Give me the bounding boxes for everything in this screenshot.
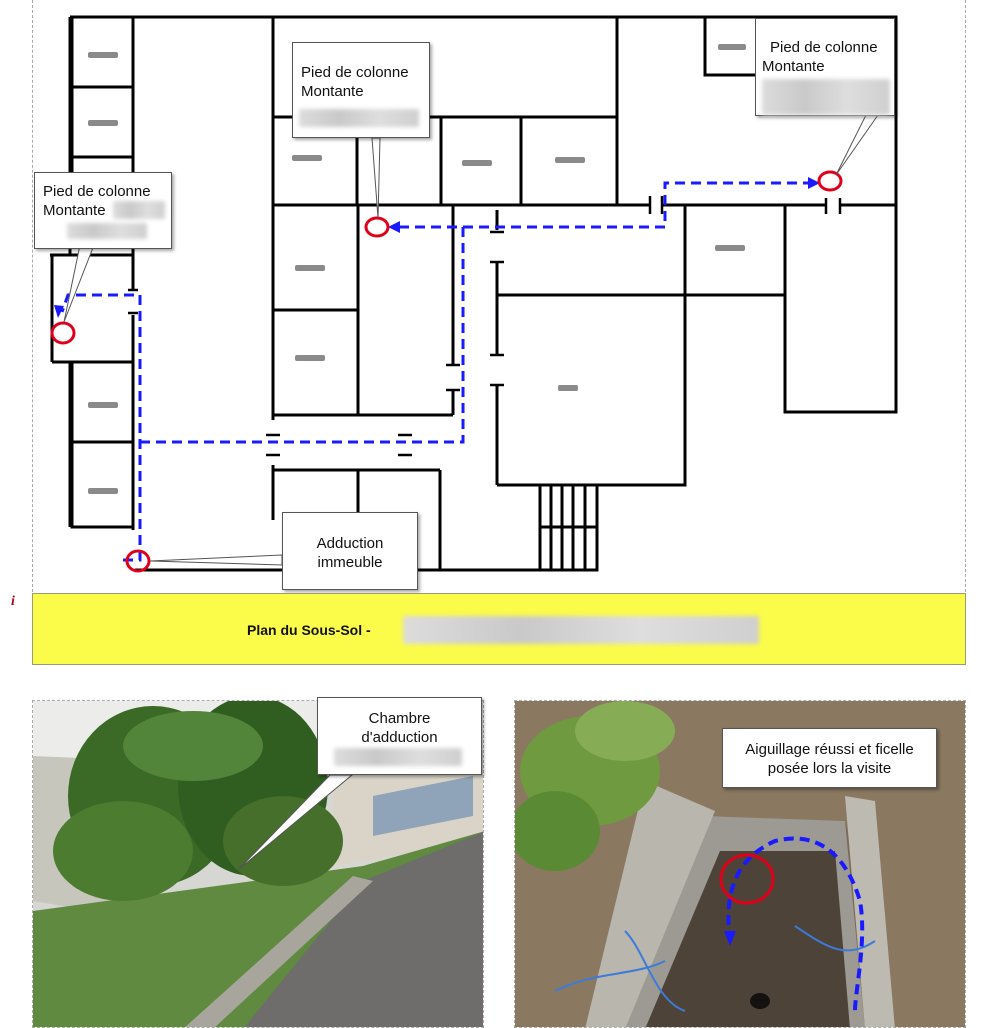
callout-line: Montante xyxy=(43,202,106,219)
redacted-text xyxy=(67,223,147,239)
callout-riser-center: Pied de colonne Montante xyxy=(292,42,430,138)
route-arrows xyxy=(54,177,820,318)
callout-pointers xyxy=(63,114,879,566)
caption-label: Plan du Sous-Sol - xyxy=(247,622,371,638)
callout-line: Chambre xyxy=(368,710,431,727)
callout-line: posée lors la visite xyxy=(767,760,892,777)
room-labels xyxy=(88,44,746,494)
redacted-text xyxy=(113,201,165,219)
info-icon: i xyxy=(11,594,15,609)
callout-line: Pied de colonne xyxy=(301,64,409,81)
callout-line: Montante xyxy=(762,58,825,75)
redacted-text xyxy=(299,109,419,127)
callout-line: Aiguillage réussi et ficelle xyxy=(745,741,914,758)
redacted-text xyxy=(334,748,462,766)
walls xyxy=(50,15,898,572)
callout-line: immeuble xyxy=(317,554,383,571)
door-marks xyxy=(128,196,842,457)
floor-plan xyxy=(50,15,898,573)
redacted-text xyxy=(403,616,759,644)
callout-riser-left: Pied de colonne Montante xyxy=(34,172,172,249)
callout-line: Pied de colonne xyxy=(770,39,878,56)
cable-route xyxy=(60,181,810,562)
redacted-text xyxy=(762,79,890,115)
callout-adduction: Adduction immeuble xyxy=(282,512,418,590)
callout-pull-string: Aiguillage réussi et ficelle posée lors … xyxy=(722,728,937,788)
callout-line: Montante xyxy=(301,83,364,100)
callout-line: Pied de colonne xyxy=(43,183,151,200)
callout-line: d'adduction xyxy=(361,729,438,746)
riser-markers xyxy=(50,170,843,573)
plan-caption: Plan du Sous-Sol - xyxy=(32,593,966,665)
callout-riser-right: Pied de colonne Montante xyxy=(755,18,895,116)
callout-line: Adduction xyxy=(316,535,384,552)
floor-plan-frame xyxy=(32,0,966,592)
callout-adduction-chamber: Chambre d'adduction xyxy=(317,697,482,775)
